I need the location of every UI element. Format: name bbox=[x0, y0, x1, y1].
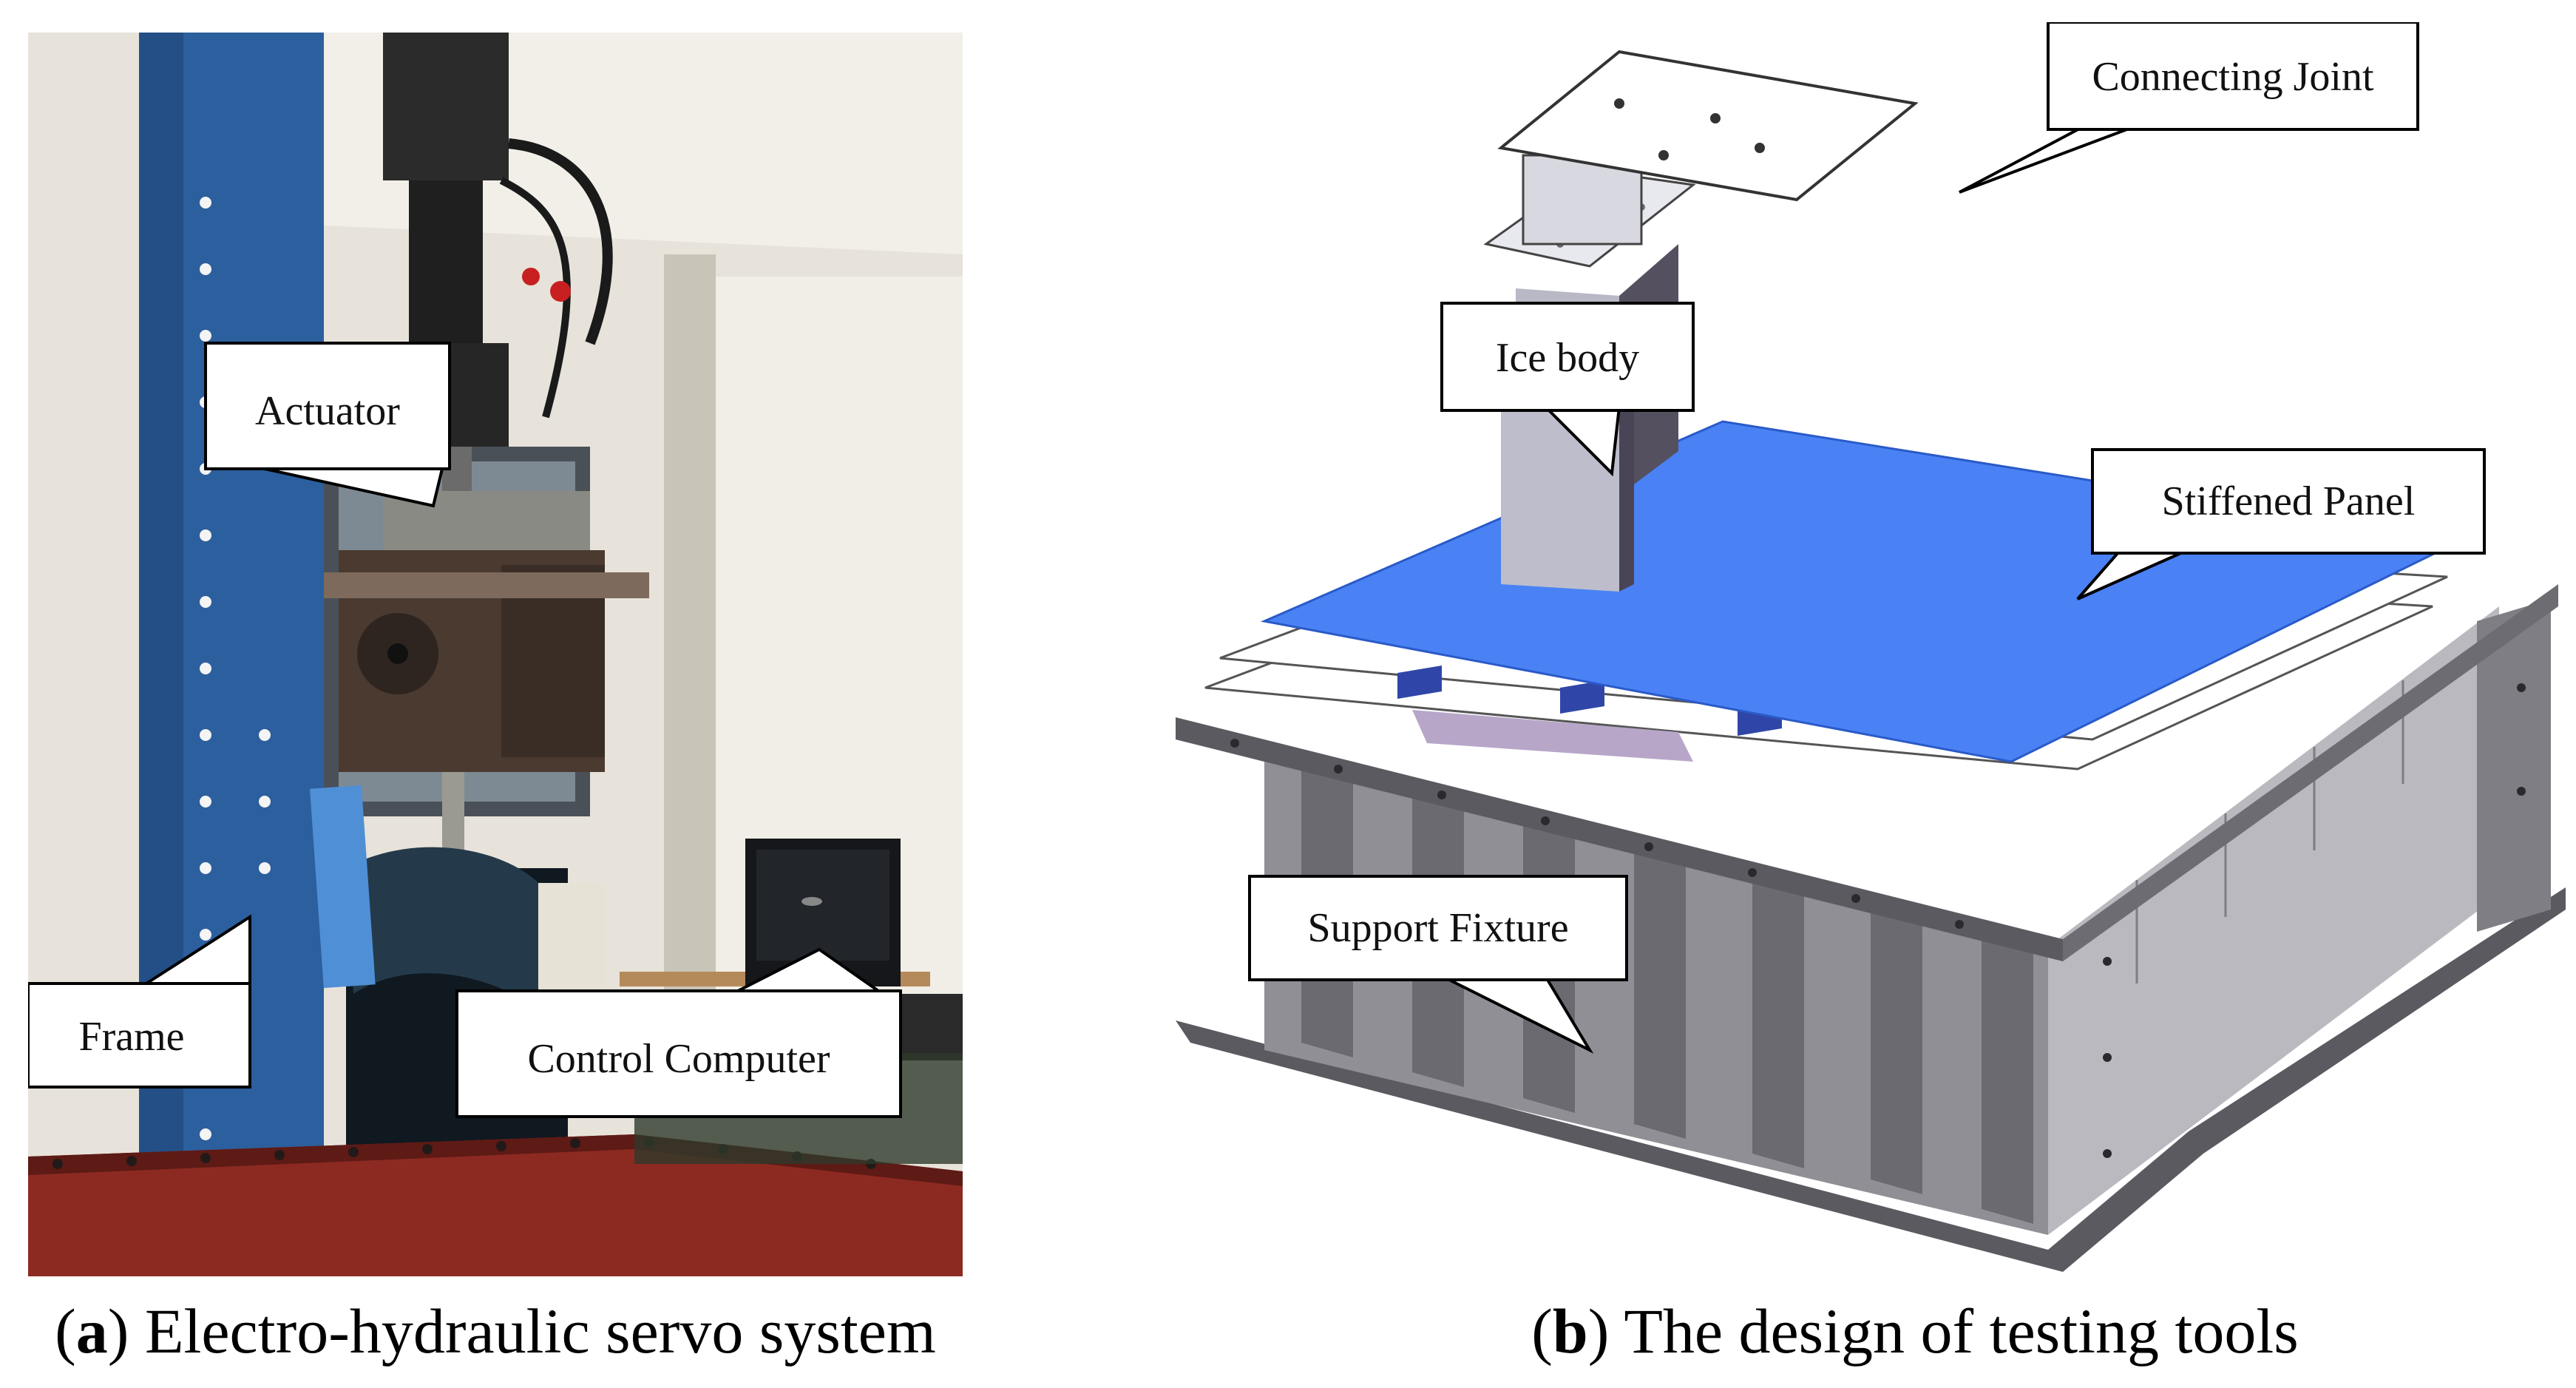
connecting-joint-top-plate bbox=[1497, 50, 1919, 202]
control-computer-label: Control Computer bbox=[527, 1036, 830, 1082]
callout-ice-body: Ice body bbox=[1440, 302, 1695, 477]
fixture-stiffeners bbox=[1301, 769, 2033, 1224]
actuator-label: Actuator bbox=[255, 388, 400, 434]
actuator-cylinder bbox=[409, 180, 483, 373]
support-fixture-label: Support Fixture bbox=[1307, 905, 1568, 951]
test-bed bbox=[28, 1134, 963, 1276]
callout-control-computer: Control Computer bbox=[455, 947, 902, 1118]
fixture-top-flange bbox=[1176, 717, 2063, 961]
fixture-side-frame bbox=[2048, 606, 2499, 1235]
photo-electro-hydraulic-system: Actuator Frame Control Computer bbox=[28, 33, 963, 1276]
cad-illustration: Connecting Joint Ice body Stiffened Pane… bbox=[1176, 22, 2566, 1272]
caption-a-letter: a bbox=[75, 1296, 108, 1367]
caption-b-text: The design of testing tools bbox=[1624, 1296, 2299, 1367]
connecting-joint-label: Connecting Joint bbox=[2092, 54, 2374, 100]
caption-a-text: Electro-hydraulic servo system bbox=[144, 1296, 936, 1367]
fixture-bottom-flange bbox=[1176, 887, 2566, 1272]
frame-label: Frame bbox=[78, 1014, 184, 1060]
caption-a: (a) Electro-hydraulic servo system bbox=[55, 1296, 936, 1367]
design-drawing: Connecting Joint Ice body Stiffened Pane… bbox=[1176, 22, 2566, 1279]
callout-stiffened-panel: Stiffened Panel bbox=[2076, 448, 2486, 600]
stiffened-panel-label: Stiffened Panel bbox=[2162, 478, 2416, 524]
wall-column bbox=[664, 254, 716, 1038]
caption-b: (b) The design of testing tools bbox=[1531, 1296, 2299, 1367]
callout-connecting-joint: Connecting Joint bbox=[1959, 22, 2419, 194]
caption-b-letter: b bbox=[1552, 1296, 1588, 1367]
ice-body-label: Ice body bbox=[1496, 335, 1639, 381]
callout-support-fixture: Support Fixture bbox=[1248, 875, 1628, 1054]
photo-illustration: Actuator Frame Control Computer bbox=[28, 33, 963, 1276]
callout-frame: Frame bbox=[28, 914, 251, 1089]
actuator-top bbox=[383, 33, 509, 180]
callout-actuator: Actuator bbox=[204, 342, 451, 508]
